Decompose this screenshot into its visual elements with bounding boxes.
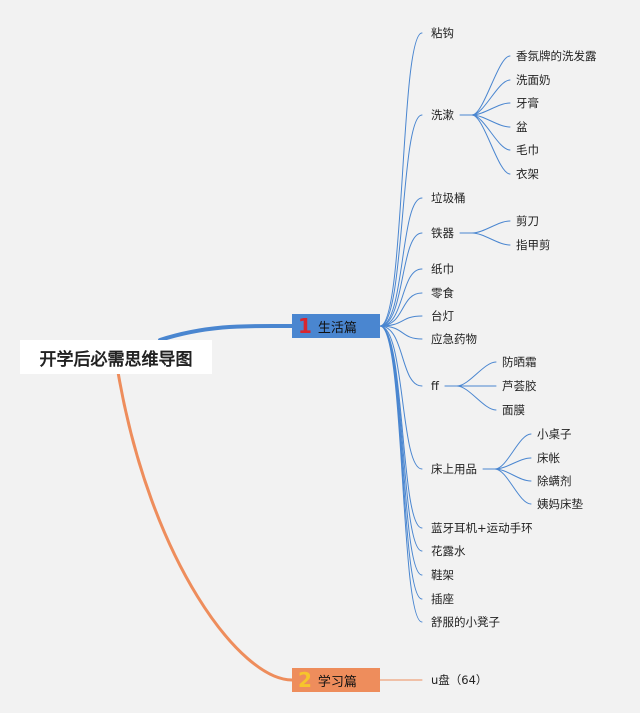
life-subitem[interactable]: 芦荟胶: [502, 379, 537, 393]
connector-life-7: [379, 325, 423, 340]
connector-life-3: [379, 232, 423, 327]
connector-root-study: [116, 370, 294, 682]
connector-life-1: [379, 114, 423, 327]
life-item[interactable]: 垃圾桶: [431, 191, 466, 205]
connector-life-6: [379, 315, 423, 327]
life-subitem[interactable]: 姨妈床垫: [537, 497, 583, 511]
connector-life-1-2: [471, 102, 511, 116]
connector-life-0: [379, 32, 423, 327]
connector-life-9-3: [494, 468, 532, 505]
life-item[interactable]: 纸巾: [431, 262, 454, 276]
connector-life-1-5: [471, 114, 511, 175]
life-subitem[interactable]: 除螨剂: [537, 474, 572, 488]
connector-life-1-0: [471, 55, 511, 116]
life-subitem[interactable]: 剪刀: [516, 214, 539, 228]
connector-life-3-1: [471, 232, 511, 246]
connector-root-life: [158, 323, 294, 342]
life-item[interactable]: 床上用品: [431, 462, 477, 476]
connector-life-1-1: [471, 79, 511, 116]
branch-life-number: 1: [298, 314, 312, 338]
connector-life-3-0: [471, 220, 511, 234]
branch-life-label: 生活篇: [317, 320, 357, 336]
life-subitem[interactable]: 牙膏: [516, 96, 539, 110]
life-item[interactable]: 铁器: [431, 226, 454, 240]
life-item[interactable]: 洗漱: [431, 108, 454, 122]
connector-life-9-0: [494, 433, 532, 470]
branch-study-label: 学习篇: [317, 674, 357, 690]
life-subitem[interactable]: 面膜: [502, 403, 525, 417]
connector-life-2: [379, 197, 423, 327]
life-item[interactable]: 舒服的小凳子: [431, 615, 500, 629]
branch-study[interactable]: 2 学习篇: [292, 668, 380, 692]
root-node[interactable]: 开学后必需思维导图: [20, 340, 212, 374]
life-item[interactable]: 花露水: [431, 544, 466, 558]
life-subitem[interactable]: 防晒霜: [502, 355, 537, 369]
life-subitem[interactable]: 衣架: [516, 167, 539, 181]
life-subitem[interactable]: 香氛牌的洗发露: [516, 49, 597, 63]
life-item[interactable]: 蓝牙耳机+运动手环: [431, 521, 533, 535]
life-subitem[interactable]: 盆: [516, 120, 528, 134]
life-item[interactable]: 插座: [431, 592, 454, 606]
connector-life-8: [379, 325, 423, 387]
life-item[interactable]: 粘钩: [431, 26, 454, 40]
life-subitem[interactable]: 毛巾: [516, 143, 539, 157]
root-title: 开学后必需思维导图: [39, 349, 193, 370]
connector-life-14: [379, 325, 423, 623]
branch-life[interactable]: 1 生活篇: [292, 314, 380, 338]
study-item[interactable]: u盘（64）: [431, 673, 488, 687]
life-subitem[interactable]: 指甲剪: [516, 238, 551, 252]
branch-study-number: 2: [298, 668, 312, 692]
connector-life-8-2: [456, 385, 497, 411]
connector-life-8-0: [456, 361, 497, 387]
connector-life-9: [379, 325, 423, 470]
life-item[interactable]: 鞋架: [431, 568, 454, 582]
life-subitem[interactable]: 洗面奶: [516, 73, 551, 87]
life-item[interactable]: 零食: [431, 286, 454, 300]
life-item[interactable]: 台灯: [431, 309, 454, 323]
life-subitem[interactable]: 床帐: [537, 451, 560, 465]
life-item[interactable]: ff: [431, 379, 439, 393]
life-item[interactable]: 应急药物: [431, 332, 477, 346]
connector-life-5: [379, 292, 423, 327]
connector-life-4: [379, 268, 423, 327]
connector-life-9-1: [494, 457, 532, 470]
life-subitem[interactable]: 小桌子: [537, 427, 572, 441]
